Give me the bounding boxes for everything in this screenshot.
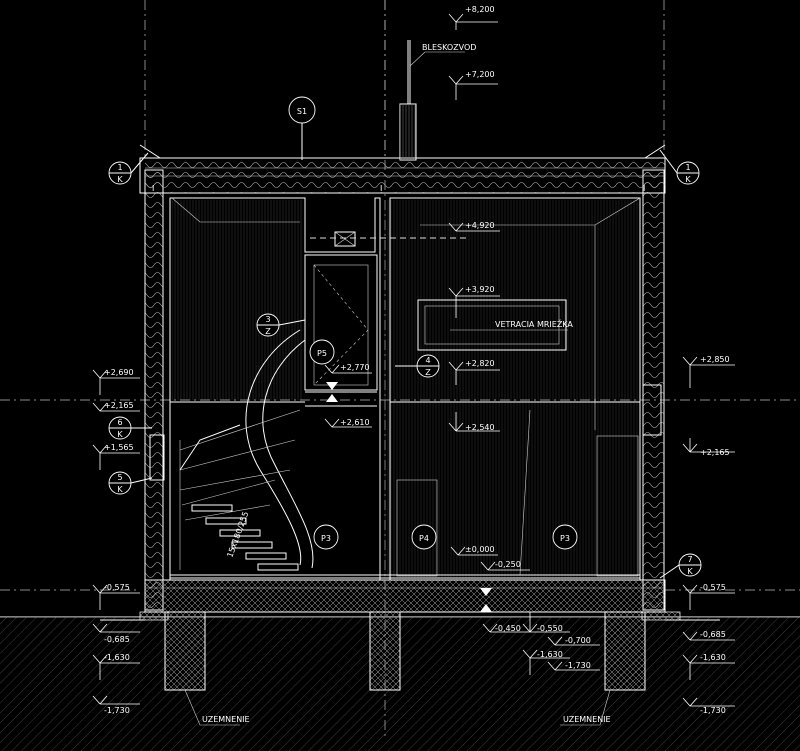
level-text: -0,450: [495, 624, 521, 633]
level-text: +3,920: [465, 285, 495, 294]
building-shell: I I I: [100, 144, 720, 691]
level-text: -0,575: [104, 583, 130, 592]
svg-text:I: I: [380, 184, 382, 193]
grounding-label-left: UZEMNENIE: [202, 715, 250, 724]
level-text: -0,250: [495, 560, 521, 569]
level-text: -1,730: [104, 706, 130, 715]
level-text: -0,550: [537, 624, 563, 633]
vent-label: VETRACIA MRIEŽKA: [495, 318, 573, 329]
pillar-label: P3: [321, 534, 331, 543]
svg-text:I: I: [643, 184, 645, 193]
level-text: -0,575: [700, 583, 726, 592]
level-text: +1,565: [104, 443, 134, 452]
section-mark: [288, 96, 316, 160]
grounding-label-right: UZEMNENIE: [563, 715, 611, 724]
pillar-bubbles: [309, 339, 578, 550]
pillar-label: P3: [560, 534, 570, 543]
callout-bottom: K: [687, 567, 693, 576]
level-text: -1,730: [700, 706, 726, 715]
level-text: +4,920: [465, 221, 495, 230]
callout-top: 5: [117, 473, 122, 482]
callout-bottom: Z: [425, 368, 431, 377]
level-text: -0,700: [565, 636, 591, 645]
level-text: +7,200: [465, 70, 495, 79]
level-text: -0,685: [104, 635, 130, 644]
pillar-label: P5: [317, 349, 327, 358]
callout-top: 6: [117, 418, 122, 427]
pillar-label: P4: [419, 534, 429, 543]
callout-top: 4: [425, 356, 430, 365]
level-text: +2,770: [340, 363, 370, 372]
level-text: +2,165: [104, 401, 134, 410]
level-text: +2,850: [700, 355, 730, 364]
callout-top: 1: [117, 163, 122, 172]
spiral-staircase: [179, 329, 314, 571]
section-mark-label: S1: [297, 107, 307, 116]
svg-text:I: I: [152, 184, 154, 193]
level-markers: [92, 13, 735, 707]
level-text: +8,200: [465, 5, 495, 14]
level-text: -1,630: [104, 653, 130, 662]
callout-bottom: Z: [265, 327, 271, 336]
level-text: -0,685: [700, 630, 726, 639]
callout-top: 7: [687, 555, 692, 564]
lightning-rod-label: BLESKOZVOD: [422, 43, 476, 52]
callouts: [108, 149, 702, 579]
callout-bottom: K: [117, 485, 123, 494]
callout-bottom: K: [117, 175, 123, 184]
level-text: +2,820: [465, 359, 495, 368]
callout-top: 3: [265, 315, 270, 324]
interior: [149, 197, 662, 581]
level-text: +2,540: [465, 423, 495, 432]
level-text: -1,730: [565, 661, 591, 670]
callout-top: 1: [685, 163, 690, 172]
level-text: +2,690: [104, 368, 134, 377]
level-texts: +8,200 +7,200 +4,920 +3,920 +2,820 +2,54…: [104, 5, 730, 715]
chimney: [399, 40, 417, 161]
level-text: -1,630: [700, 653, 726, 662]
callout-bottom: K: [117, 430, 123, 439]
annotation-leaders: [184, 51, 611, 726]
level-text: -1,630: [537, 650, 563, 659]
level-text: ±0,000: [465, 545, 495, 554]
level-text: +2,165: [700, 448, 730, 457]
callout-bottom: K: [685, 175, 691, 184]
level-text: +2,610: [340, 418, 370, 427]
